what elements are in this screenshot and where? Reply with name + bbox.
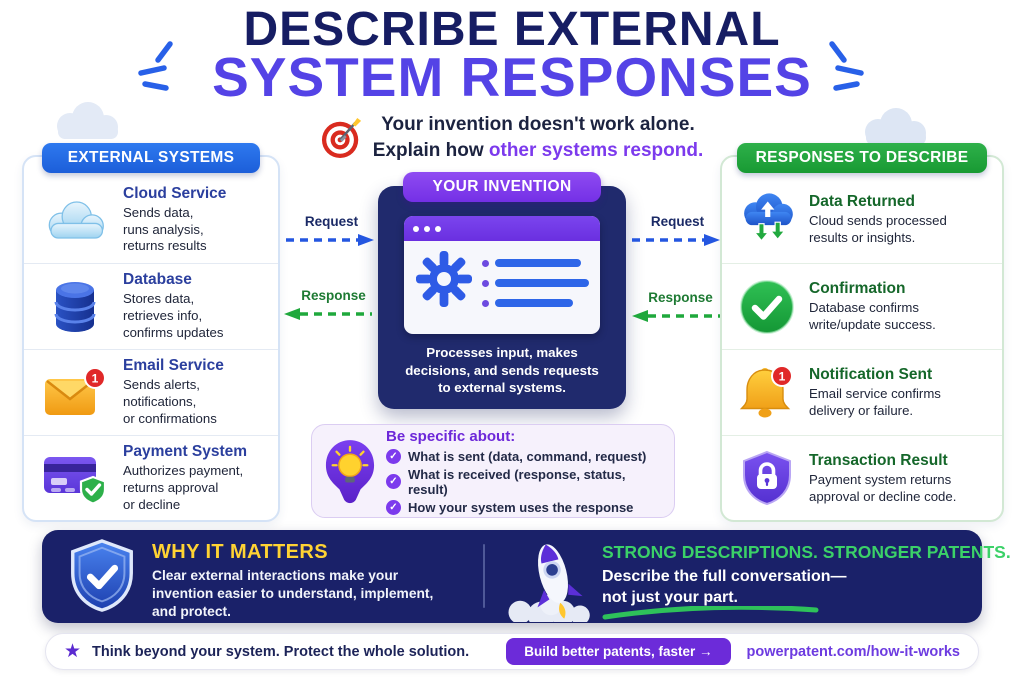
subtitle-line2-highlight: other systems respond.	[488, 139, 704, 161]
bell-icon: 1	[739, 364, 793, 417]
footer-tagline: Think beyond your system. Protect the wh…	[92, 643, 470, 660]
list-item-confirmation: Confirmation Database confirms write/upd…	[722, 263, 1002, 349]
email-badge: 1	[92, 371, 99, 385]
cloud-icon	[48, 201, 104, 239]
gear-icon	[416, 251, 472, 307]
shield-lock-icon	[743, 450, 791, 505]
item-desc: Email service confirms delivery or failu…	[809, 385, 941, 418]
underline-swoosh	[602, 606, 819, 620]
why-it-matters-banner: WHY IT MATTERS Clear external interactio…	[42, 530, 1011, 623]
bell-badge: 1	[779, 369, 786, 383]
item-title: Confirmation	[809, 279, 906, 297]
divider	[483, 544, 485, 608]
be-specific-title: Be specific about:	[386, 427, 516, 445]
request-arrow-left	[286, 234, 374, 246]
cloud-decoration-left	[57, 102, 118, 139]
cta-button[interactable]: Build better patents, faster →	[506, 638, 731, 665]
sparkle-icon-left	[138, 41, 173, 91]
item-desc: Sends data, runs analysis, returns resul…	[123, 204, 207, 254]
page-title-line2: SYSTEM RESPONSES	[212, 46, 812, 108]
invention-description: Processes input, makes decisions, and se…	[405, 345, 599, 396]
list-item-email-service: 1 Email Service Sends alerts, notificati…	[24, 349, 278, 435]
page-title-line1: DESCRIBE EXTERNAL	[243, 3, 781, 56]
response-label-left: Response	[301, 288, 366, 303]
item-title: Database	[123, 271, 192, 289]
why-it-matters-body: Clear external interactions make your in…	[152, 568, 434, 620]
item-title: Email Service	[123, 357, 224, 375]
responses-header: RESPONSES TO DESCRIBE	[737, 143, 987, 173]
item-title: Payment System	[123, 443, 248, 461]
subtitle-line2: Explain how other systems respond.	[373, 138, 703, 164]
external-systems-panel: EXTERNAL SYSTEMS Cloud Service Sends dat…	[22, 143, 280, 522]
cloud-decoration-right	[865, 108, 926, 145]
window-dot	[435, 225, 441, 232]
list-item-payment-system: Payment System Authorizes payment, retur…	[24, 435, 278, 521]
request-arrow-right	[632, 234, 720, 246]
shield-check-icon	[71, 539, 133, 612]
response-label-right: Response	[648, 290, 713, 305]
cloud-sync-icon	[744, 193, 793, 242]
star-icon	[64, 642, 81, 661]
your-invention-card: YOUR INVENTION	[378, 172, 626, 409]
item-title: Cloud Service	[123, 184, 227, 202]
window-dot	[424, 225, 430, 232]
item-title: Transaction Result	[809, 451, 948, 469]
check-icon	[386, 499, 401, 515]
subtitle-line1: Your invention doesn't work alone.	[381, 114, 695, 135]
item-desc: Database confirms write/update success.	[809, 299, 936, 332]
strong-patents-body: Describe the full conversation— not just…	[602, 568, 847, 606]
item-title: Notification Sent	[809, 365, 933, 383]
strong-patents-heading: STRONG DESCRIPTIONS. STRONGER PATENTS.	[602, 542, 1011, 562]
list-lines-illustration	[482, 259, 589, 307]
rocket-icon	[508, 544, 590, 622]
item-desc: Authorizes payment, returns approval or …	[123, 463, 244, 512]
footer-bar: Think beyond your system. Protect the wh…	[45, 633, 979, 670]
why-it-matters-heading: WHY IT MATTERS	[152, 541, 328, 563]
email-icon: 1	[45, 366, 106, 415]
response-arrow-left	[284, 308, 372, 320]
your-invention-header: YOUR INVENTION	[403, 172, 601, 202]
item-desc: Sends alerts, notifications, or confirma…	[123, 377, 217, 426]
item-desc: Cloud sends processed results or insight…	[809, 213, 947, 245]
subtitle: Your invention doesn't work alone. Expla…	[0, 112, 1024, 163]
responses-panel: RESPONSES TO DESCRIBE Data Returned Clou…	[720, 143, 1004, 522]
check-icon	[386, 448, 401, 464]
footer-url-link[interactable]: powerpatent.com/how-it-works	[746, 643, 961, 660]
target-dart-icon	[321, 117, 361, 158]
item-desc: Stores data, retrieves info, confirms up…	[123, 291, 224, 340]
item-desc: Payment system returns approval or decli…	[809, 471, 957, 504]
item-title: Data Returned	[809, 193, 915, 211]
be-specific-bullet: What is received (response, status, resu…	[386, 467, 666, 497]
app-window-illustration	[404, 216, 600, 334]
window-titlebar	[404, 216, 600, 241]
list-item-database: Database Stores data, retrieves info, co…	[24, 263, 278, 349]
check-icon	[386, 474, 401, 489]
list-item-cloud-service: Cloud Service Sends data, runs analysis,…	[24, 177, 278, 263]
be-specific-bullet: How your system uses the response	[386, 499, 666, 515]
lightbulb-icon	[325, 440, 375, 504]
request-label-right: Request	[650, 214, 705, 229]
list-item-transaction-result: Transaction Result Payment system return…	[722, 435, 1002, 521]
window-dot	[413, 225, 419, 232]
list-item-notification-sent: 1 Notification Sent Email service confir…	[722, 349, 1002, 435]
check-circle-icon	[740, 279, 794, 334]
be-specific-bullet: What is sent (data, command, request)	[386, 448, 666, 464]
external-systems-header: EXTERNAL SYSTEMS	[42, 143, 260, 173]
payment-card-icon	[44, 456, 107, 505]
subtitle-line2-prefix: Explain how	[372, 139, 489, 161]
request-label-left: Request	[304, 214, 359, 229]
sparkle-icon-right	[829, 41, 864, 91]
response-arrow-right	[632, 310, 720, 322]
be-specific-box: Be specific about: What is sent (data, c…	[311, 424, 675, 518]
database-icon	[54, 281, 96, 332]
list-item-data-returned: Data Returned Cloud sends processed resu…	[722, 177, 1002, 263]
